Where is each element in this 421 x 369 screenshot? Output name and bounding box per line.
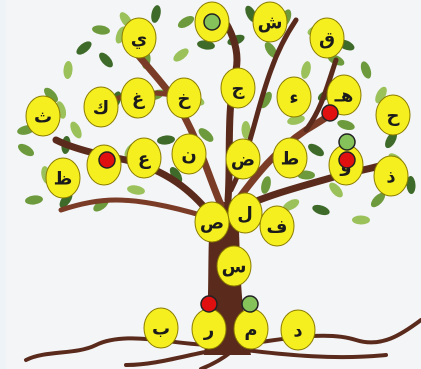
letter-fruit-row2-8[interactable]: ح	[376, 95, 410, 135]
leaf-decoration	[91, 24, 110, 35]
leaf-decoration	[150, 4, 163, 23]
letter-fruit-root-4[interactable]: د	[281, 310, 315, 350]
green-marker-dot	[204, 14, 220, 30]
leaf-decoration	[306, 141, 326, 158]
fruit-letter: ن	[181, 145, 196, 166]
letter-fruit-row3-8[interactable]: ذ	[374, 156, 408, 196]
letter-fruit-row3-4[interactable]: ن	[172, 134, 206, 174]
leaf-decoration	[63, 61, 73, 80]
green-marker-dot	[242, 296, 258, 312]
alphabet-tree: يشقثكغخجءهـحظعنضطوذلصفسبرمد	[6, 0, 421, 369]
leaf-decoration	[259, 175, 272, 195]
leaf-decoration	[300, 60, 313, 80]
tree-root	[126, 350, 216, 365]
letter-fruit-top-shin[interactable]: ش	[253, 2, 287, 42]
fruit-letter: ب	[152, 319, 170, 340]
letter-fruit-row3-3[interactable]: ع	[127, 138, 161, 178]
fruit-letter: ف	[267, 217, 288, 238]
letter-fruit-row2-3[interactable]: غ	[121, 78, 155, 118]
leaf-decoration	[74, 39, 94, 57]
leaf-decoration	[25, 194, 44, 205]
letter-fruit-row2-4[interactable]: خ	[167, 78, 201, 118]
leaf-decoration	[16, 141, 36, 158]
letter-fruit-row2-6[interactable]: ء	[277, 77, 311, 117]
leaf-decoration	[97, 50, 116, 69]
letter-fruit-row3-5[interactable]: ض	[226, 139, 260, 179]
fruit-letter: ك	[93, 98, 110, 119]
red-marker-dot	[322, 105, 338, 121]
leaf-decoration	[171, 46, 191, 64]
letter-fruit-row2-1[interactable]: ث	[26, 96, 60, 136]
fruit-letter: ء	[289, 88, 298, 109]
fruit-letter: م	[244, 320, 257, 341]
fruit-letter: خ	[178, 89, 191, 110]
leaf-decoration	[336, 118, 356, 132]
tree-branch	[61, 200, 216, 220]
fruit-letter: ش	[258, 13, 283, 34]
fruit-letter: ذ	[386, 167, 395, 188]
fruit-letter: غ	[132, 89, 145, 110]
fruit-letter: ج	[232, 79, 245, 100]
letter-fruit-row2-2[interactable]: ك	[84, 87, 118, 127]
letter-fruit-top-right[interactable]: ق	[310, 18, 344, 58]
red-marker-dot	[99, 152, 115, 168]
fruit-letter: ق	[319, 29, 335, 50]
fruit-letter: ض	[231, 150, 255, 171]
fruit-letter: ل	[237, 204, 253, 225]
fruit-letter: س	[222, 257, 247, 278]
fruit-letter: هـ	[334, 86, 354, 107]
leaf-decoration	[359, 60, 373, 80]
fruit-letter: ع	[138, 149, 151, 170]
leaf-decoration	[176, 14, 196, 31]
leaf-decoration	[126, 184, 145, 196]
leaf-decoration	[157, 135, 176, 146]
tree-root	[246, 350, 386, 357]
fruit-letter: ي	[131, 29, 148, 50]
letter-fruit-trunk-3[interactable]: ف	[260, 206, 294, 246]
leaf-decoration	[68, 120, 84, 140]
red-marker-dot	[339, 152, 355, 168]
letter-fruit-root-3[interactable]: م	[234, 309, 268, 349]
letter-fruit-trunk-4[interactable]: س	[217, 246, 251, 286]
fruit-letter: ص	[200, 213, 224, 234]
letter-fruit-top-left[interactable]: ي	[122, 18, 156, 58]
fruit-letter: ظ	[54, 169, 73, 190]
green-marker-dot	[339, 134, 355, 150]
fruit-letter: ر	[203, 320, 214, 341]
letter-fruit-row2-5[interactable]: ج	[221, 68, 255, 108]
letter-fruit-row3-1[interactable]: ظ	[46, 158, 80, 198]
fruit-letter: د	[293, 321, 302, 342]
leaf-decoration	[352, 215, 370, 224]
leaf-decoration	[311, 203, 331, 217]
letter-fruit-root-2[interactable]: ر	[192, 309, 226, 349]
fruit-letter: ح	[387, 106, 400, 127]
letter-fruit-trunk-1[interactable]: ل	[228, 193, 262, 233]
red-marker-dot	[201, 296, 217, 312]
letter-fruit-row3-6[interactable]: ط	[273, 138, 307, 178]
letter-fruit-trunk-2[interactable]: ص	[195, 202, 229, 242]
letter-fruit-root-1[interactable]: ب	[144, 308, 178, 348]
fruit-letter: ط	[281, 149, 300, 170]
fruit-letter: ث	[34, 107, 52, 128]
